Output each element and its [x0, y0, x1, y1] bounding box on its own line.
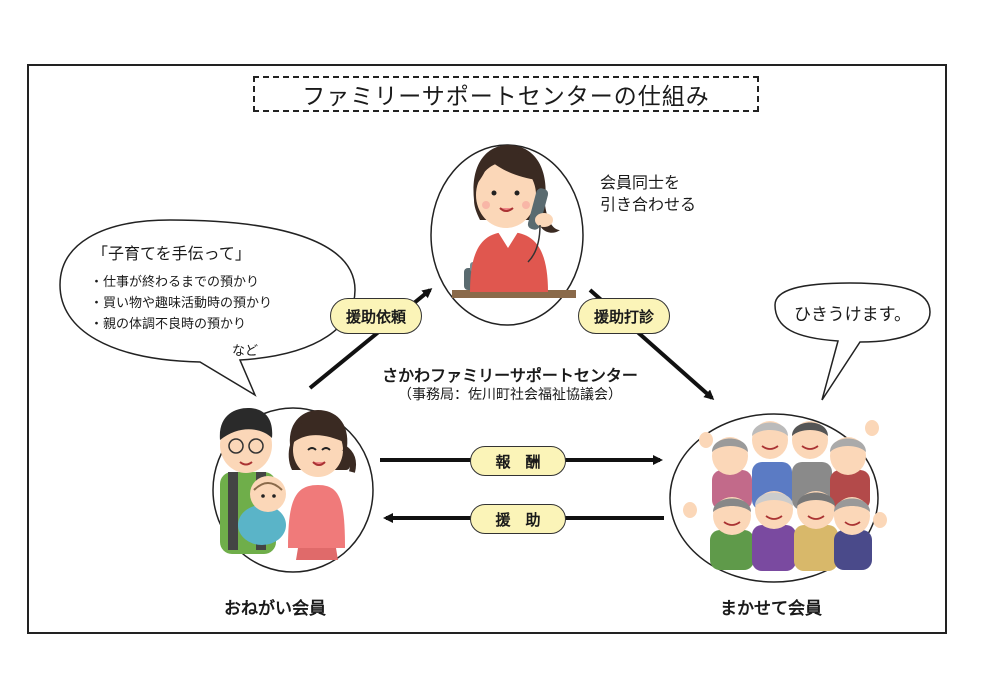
center-note-line1: 会員同士を [600, 173, 681, 192]
support-label: 援 助 [470, 504, 566, 534]
diagram-title: ファミリーサポートセンターの仕組み [253, 76, 759, 112]
request-speech-bubble [59, 219, 356, 397]
center-office: （事務局：佐川町社会福祉協議会） [398, 387, 622, 403]
support-request-label: 援助依頼 [330, 298, 422, 334]
family-illustration [219, 408, 356, 560]
accept-text: ひきうけます。 [794, 305, 911, 325]
request-item: ・買い物や趣味活動時の預かり [90, 296, 273, 311]
request-etc: など [232, 344, 259, 359]
diagram-frame [27, 64, 947, 634]
operator-illustration [452, 145, 576, 298]
request-item: ・親の体調不良時の預かり [90, 317, 247, 332]
request-heading: 「子育てを手伝って」 [92, 244, 251, 263]
accept-speech-bubble [774, 282, 931, 401]
requester-member-label: おねがい会員 [224, 599, 326, 619]
provider-member-label: まかせて会員 [720, 599, 822, 619]
support-inquiry-label: 援助打診 [578, 298, 670, 334]
request-item: ・仕事が終わるまでの預かり [90, 275, 260, 290]
reward-label: 報 酬 [470, 446, 566, 476]
request-items: ・仕事が終わるまでの預かり ・買い物や趣味活動時の預かり ・親の体調不良時の預か… [90, 272, 272, 335]
center-note: 会員同士を 引き合わせる [600, 172, 696, 216]
center-name: さかわファミリーサポートセンター [382, 366, 638, 385]
center-note-line2: 引き合わせる [600, 195, 697, 214]
senior-group-illustration [683, 420, 887, 571]
